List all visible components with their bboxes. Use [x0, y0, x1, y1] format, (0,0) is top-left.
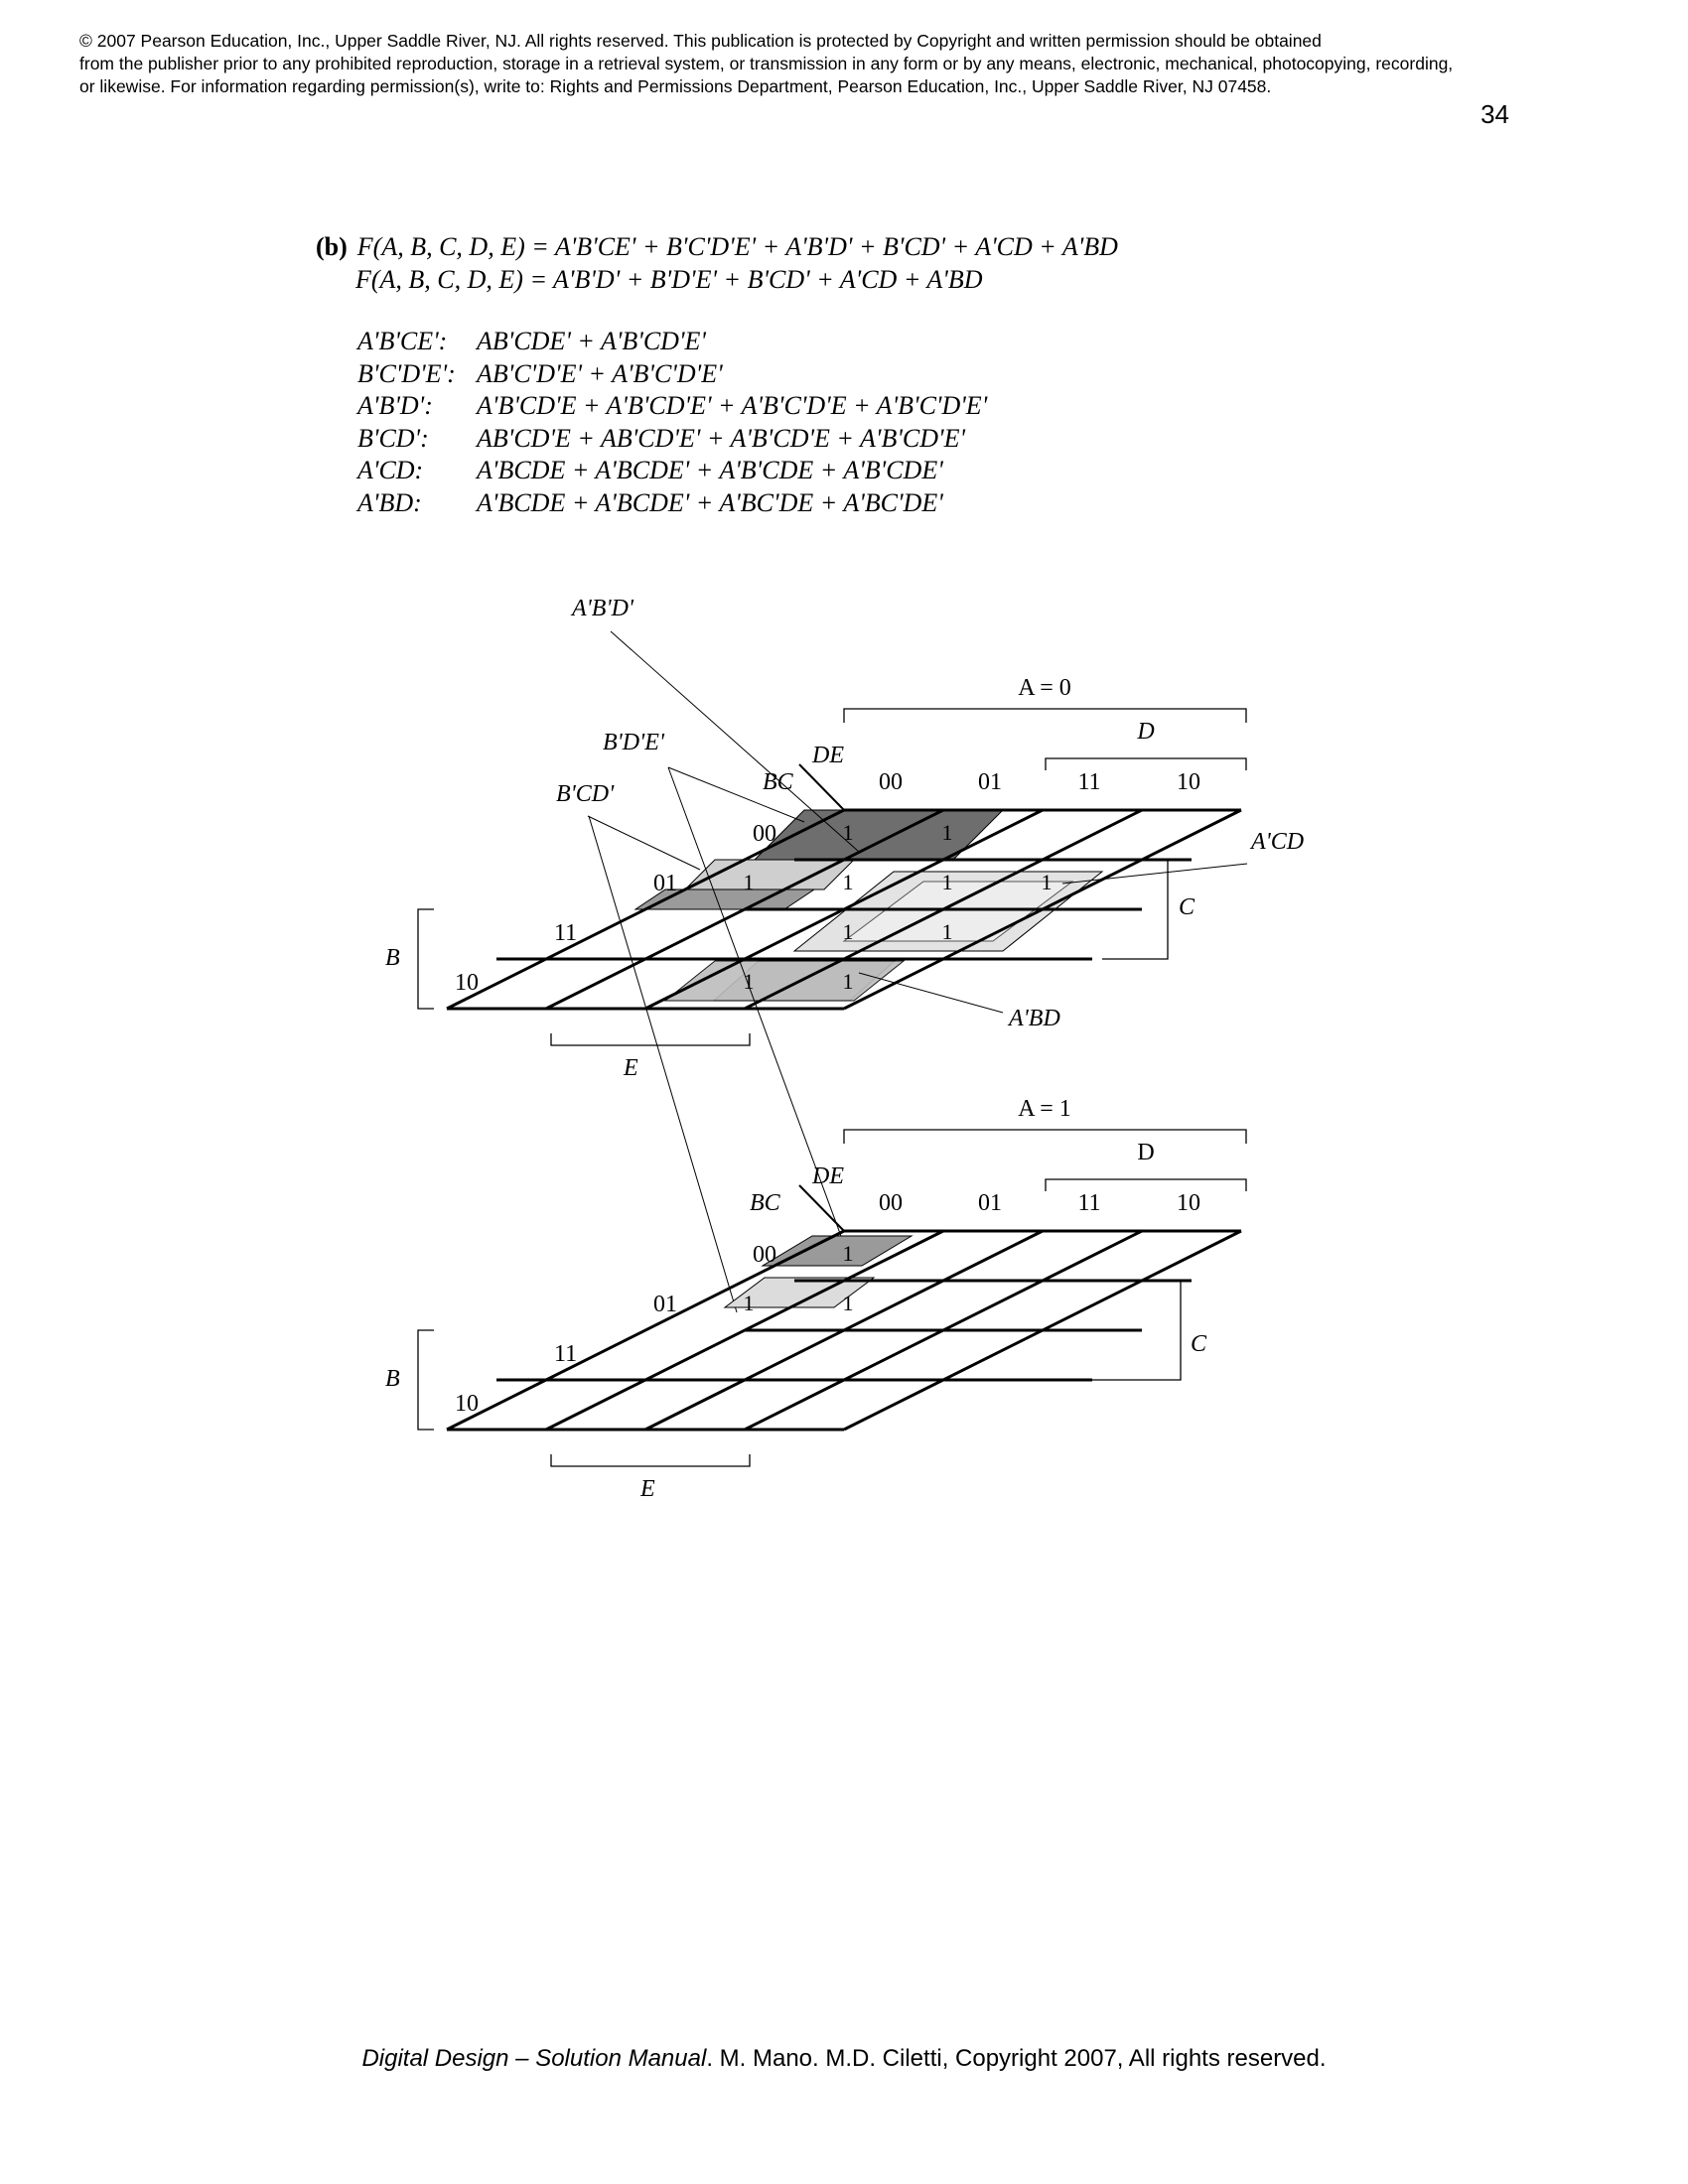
equation-block: (b) F(A, B, C, D, E) = A'B'CE' + B'C'D'E'…: [316, 230, 1118, 296]
term-row: B'CD': AB'CD'E + AB'CD'E' + A'B'CD'E + A'…: [357, 423, 987, 456]
term-expansion: A'BCDE + A'BCDE' + A'BC'DE + A'BC'DE': [477, 487, 943, 517]
cell-one: 1: [843, 969, 854, 994]
row-header: 01: [653, 1292, 677, 1317]
cell-one: 1: [843, 1241, 854, 1266]
row-header: 11: [554, 1341, 577, 1367]
group-b-d-e-prime: [683, 859, 856, 890]
col-header: 01: [978, 1190, 1002, 1216]
page-footer: Digital Design – Solution Manual. M. Man…: [0, 2045, 1688, 2073]
cell-one: 1: [843, 820, 854, 845]
term-name: A'B'CE':: [357, 327, 448, 355]
group-b-d-e-prime-a1: [761, 1235, 914, 1267]
term-expansion-list: A'B'CE': AB'CDE' + A'B'CD'E' B'C'D'E': AB'…: [357, 326, 987, 519]
col-header: 00: [879, 1190, 903, 1216]
cell-one: 1: [942, 919, 953, 944]
term-name: B'C'D'E':: [357, 358, 456, 388]
callout-label: A'B'D': [570, 596, 634, 621]
c-label: C: [1191, 1331, 1207, 1357]
row-header: 10: [455, 970, 479, 996]
row-header: 10: [455, 1391, 479, 1417]
term-row: A'CD: A'BCDE + A'BCDE' + A'B'CDE + A'B'CD…: [357, 455, 987, 487]
term-expansion: A'B'CD'E + A'B'CD'E' + A'B'C'D'E + A'B'C…: [477, 391, 988, 420]
col-header: 00: [879, 769, 903, 795]
cell-one: 1: [744, 969, 755, 994]
cell-one: 1: [1042, 870, 1053, 894]
part-label: (b): [316, 232, 348, 261]
footer-title: Digital Design – Solution Manual: [361, 2045, 707, 2072]
cell-one: 1: [942, 870, 953, 894]
term-row: B'C'D'E': AB'C'D'E' + A'B'C'D'E': [357, 358, 987, 391]
term-expansion: A'BCDE + A'BCDE' + A'B'CDE + A'B'CDE': [477, 456, 943, 484]
bc-label: BC: [763, 769, 794, 795]
col-header: 11: [1077, 769, 1100, 795]
map-title: A = 0: [1018, 675, 1071, 701]
term-row: A'BD: A'BCDE + A'BCDE' + A'BC'DE + A'BC'D…: [357, 487, 987, 520]
copyright-notice: © 2007 Pearson Education, Inc., Upper Sa…: [79, 30, 1628, 98]
e-label: E: [639, 1476, 655, 1502]
d-label: D: [1137, 1140, 1154, 1165]
term-expansion: AB'CDE' + A'B'CD'E': [477, 327, 706, 355]
callout-label: A'CD: [1249, 829, 1304, 855]
term-row: A'B'D': A'B'CD'E + A'B'CD'E' + A'B'C'D'E …: [357, 390, 987, 423]
row-header: 00: [753, 821, 776, 847]
copyright-line: from the publisher prior to any prohibit…: [79, 54, 1454, 73]
b-label: B: [385, 945, 400, 971]
kmap-a1: A = 1 D DE BC 00 01 11 10 00 01 11 10 B …: [385, 1096, 1247, 1502]
term-expansion: AB'C'D'E' + A'B'C'D'E': [477, 358, 723, 388]
b-label: B: [385, 1366, 400, 1392]
col-header: 11: [1077, 1190, 1100, 1216]
cell-one: 1: [843, 1291, 854, 1315]
cell-one: 1: [843, 870, 854, 894]
term-name: A'CD:: [357, 456, 424, 484]
cell-one: 1: [744, 870, 755, 894]
de-label: DE: [811, 1163, 844, 1189]
cell-one: 1: [942, 820, 953, 845]
kmap-a0: A = 0 D DE BC 00 01 11 10 00 01 11 10 B …: [385, 596, 1304, 1081]
term-name: B'CD':: [357, 423, 429, 453]
d-label: D: [1136, 719, 1154, 745]
equation-simplified: F(A, B, C, D, E) = A'B'D' + B'D'E' + B'C…: [355, 265, 983, 294]
equation-original: F(A, B, C, D, E) = A'B'CE' + B'C'D'E' + …: [356, 232, 1118, 261]
page-number: 34: [1480, 99, 1509, 129]
callout-label: B'CD': [556, 781, 615, 807]
row-header: 11: [554, 920, 577, 946]
term-name: A'B'D':: [357, 391, 433, 420]
c-label: C: [1179, 894, 1196, 920]
footer-credit: . M. Mano. M.D. Ciletti, Copyright 2007,…: [706, 2045, 1327, 2072]
term-expansion: AB'CD'E + AB'CD'E' + A'B'CD'E + A'B'CD'E…: [477, 423, 966, 453]
term-row: A'B'CE': AB'CDE' + A'B'CD'E': [357, 326, 987, 358]
term-name: A'BD:: [357, 487, 422, 517]
bc-label: BC: [750, 1190, 781, 1216]
copyright-line: or likewise. For information regarding p…: [79, 76, 1272, 96]
de-label: DE: [811, 743, 844, 768]
callout-label: B'D'E': [603, 730, 665, 755]
row-header: 00: [753, 1242, 776, 1268]
row-header: 01: [653, 871, 677, 896]
col-header: 10: [1177, 1190, 1200, 1216]
e-label: E: [623, 1055, 638, 1081]
map-title: A = 1: [1018, 1096, 1071, 1122]
cell-one: 1: [744, 1291, 755, 1315]
callout-label: A'BD: [1007, 1006, 1060, 1031]
cell-one: 1: [843, 919, 854, 944]
group-a-c-d-inner: [842, 881, 1074, 942]
col-header: 01: [978, 769, 1002, 795]
col-header: 10: [1177, 769, 1200, 795]
copyright-line: © 2007 Pearson Education, Inc., Upper Sa…: [79, 31, 1322, 51]
